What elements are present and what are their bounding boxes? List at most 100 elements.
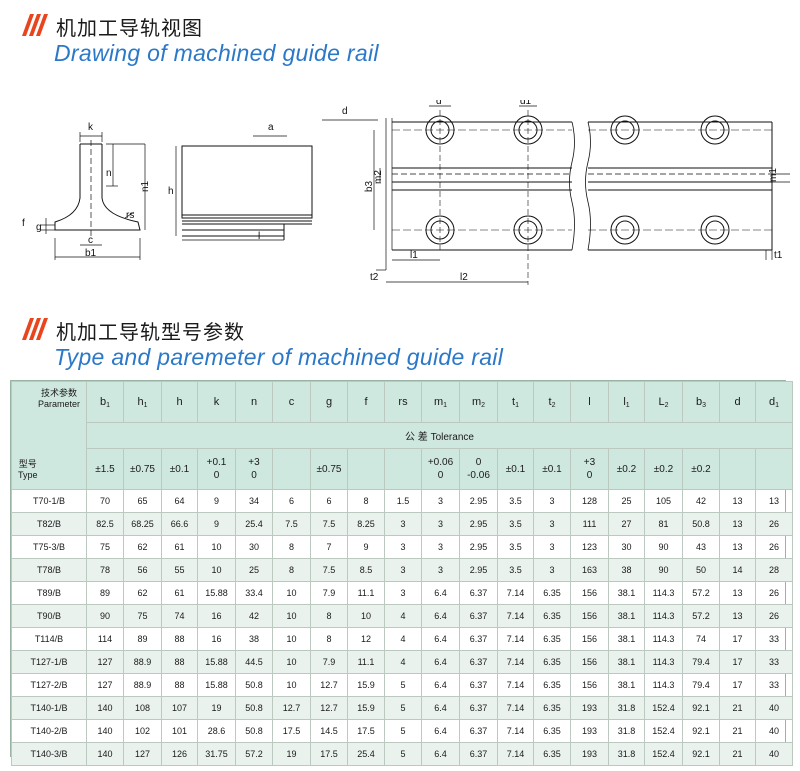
table-cell: 33 <box>755 627 793 651</box>
table-cell: 7.14 <box>497 696 534 720</box>
table-cell: 156 <box>570 581 609 605</box>
table-cell: 40 <box>755 696 793 720</box>
table-cell: 12.7 <box>310 673 348 697</box>
table-cell: 13 <box>719 535 756 559</box>
table-cell: 65 <box>123 489 162 513</box>
table-cell: 31.75 <box>197 742 236 766</box>
table-cell: 82.5 <box>86 512 124 536</box>
column-header: n <box>235 381 273 423</box>
table-cell: 14 <box>719 558 756 582</box>
table-cell: 21 <box>719 696 756 720</box>
table-cell: 102 <box>123 719 162 743</box>
table-cell: 7.5 <box>272 512 311 536</box>
table-cell: 7.14 <box>497 673 534 697</box>
label-d-hole: d <box>436 100 442 107</box>
corner-param-cn: 技术参数 <box>40 388 77 398</box>
table-cell: 10 <box>272 581 311 605</box>
tolerance-value: ±0.2 <box>653 463 674 475</box>
table-cell: 2.95 <box>459 512 498 536</box>
label-m1: m1 <box>768 168 779 182</box>
tolerance-cell: 0-0.06 <box>459 448 498 490</box>
table-cell: 6.35 <box>533 581 571 605</box>
table-cell: 61 <box>161 581 198 605</box>
table-cell: 17.5 <box>310 742 348 766</box>
column-header: L2 <box>644 381 683 423</box>
label-l1: l1 <box>410 250 418 261</box>
table-cell: 89 <box>123 627 162 651</box>
column-header: m2 <box>459 381 498 423</box>
column-header-subscript: 1 <box>443 401 448 409</box>
table-cell: 15.88 <box>197 581 236 605</box>
table-cell: 13 <box>719 489 756 513</box>
table-cell: 156 <box>570 673 609 697</box>
table-cell: 64 <box>161 489 198 513</box>
table-cell: 90 <box>644 535 683 559</box>
tolerance-cell: ±0.75 <box>123 448 162 490</box>
table-cell: 38.1 <box>608 673 645 697</box>
model-name-cell: T140-2/B <box>11 719 87 743</box>
label-n1: n1 <box>140 180 151 192</box>
corner-type-cn: 型号 <box>18 459 37 469</box>
column-header-subscript: 1 <box>515 401 519 409</box>
table-cell: 25 <box>608 489 645 513</box>
table-cell: 31.8 <box>608 719 645 743</box>
table-cell: 7.14 <box>497 742 534 766</box>
tolerance-value: +3 <box>583 457 596 468</box>
column-header-symbol: d <box>734 396 741 408</box>
tolerance-cell: ±0.2 <box>608 448 645 490</box>
label-h: h <box>168 186 174 197</box>
label-g: g <box>36 222 42 233</box>
table-cell: 3 <box>533 558 571 582</box>
table-cell: 43 <box>682 535 720 559</box>
column-header-subscript: 1 <box>106 401 111 409</box>
table-cell: 10 <box>197 535 236 559</box>
tolerance-cell <box>347 448 385 490</box>
label-b3: b3 <box>364 180 375 192</box>
model-name-cell: T114/B <box>11 627 87 651</box>
tolerance-value: ±0.1 <box>542 463 562 475</box>
table-cell: 19 <box>272 742 311 766</box>
column-header-symbol: k <box>213 396 220 408</box>
corner-type-en: Type <box>18 470 38 480</box>
table-cell: 8.25 <box>347 512 385 536</box>
table-cell: 128 <box>570 489 609 513</box>
label-t1: t1 <box>774 250 783 261</box>
column-header: d <box>719 381 756 423</box>
column-header-subscript: 1 <box>775 401 780 409</box>
table-cell: 13 <box>719 581 756 605</box>
tolerance-value: ±1.5 <box>95 463 115 475</box>
rail-cross-section <box>40 132 146 260</box>
table-cell: 25.4 <box>235 512 273 536</box>
table-cell: 10 <box>197 558 236 582</box>
table-cell: 7.14 <box>497 650 534 674</box>
table-cell: 13 <box>719 512 756 536</box>
label-a: a <box>268 122 274 133</box>
table-cell: 33.4 <box>235 581 273 605</box>
table-cell: 105 <box>644 489 683 513</box>
table-cell: 50.8 <box>235 719 273 743</box>
label-t2: t2 <box>370 272 379 283</box>
table-cell: 5 <box>384 742 422 766</box>
table-cell: 26 <box>755 604 793 628</box>
table-cell: 88 <box>161 627 198 651</box>
table-cell: 123 <box>570 535 609 559</box>
table-cell: 8 <box>347 489 385 513</box>
column-header-symbol: l <box>623 395 626 408</box>
table-cell: 4 <box>384 604 422 628</box>
table-cell: 127 <box>86 650 124 674</box>
table-cell: 9 <box>197 512 236 536</box>
table-cell: 13 <box>755 489 793 513</box>
model-name-cell: T75-3/B <box>11 535 87 559</box>
table-cell: 88 <box>161 673 198 697</box>
label-rs: rs <box>126 210 134 221</box>
label-l2: l2 <box>460 272 468 283</box>
table-cell: 152.4 <box>644 719 683 743</box>
column-header: l1 <box>608 381 645 423</box>
table-cell: 38.1 <box>608 581 645 605</box>
table-cell: 28 <box>755 558 793 582</box>
